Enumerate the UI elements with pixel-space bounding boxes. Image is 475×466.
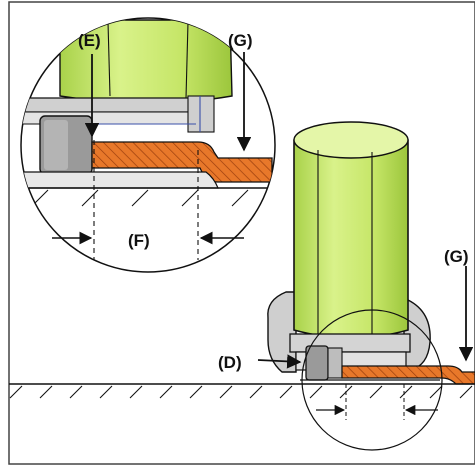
label-e: (E)	[78, 31, 101, 50]
work-surface	[9, 383, 475, 399]
detail-contents	[21, 19, 273, 260]
figure-frame	[8, 1, 475, 465]
router-motor	[293, 128, 409, 339]
label-g-right: (G)	[444, 247, 469, 266]
label-g-top: (G)	[228, 31, 253, 50]
detail-circle-small	[301, 309, 443, 451]
edge-guide-plate	[341, 365, 475, 385]
label-d: (D)	[218, 353, 242, 372]
d-arrow-icon	[257, 354, 302, 369]
label-f: (F)	[128, 231, 150, 250]
router-motor-top	[293, 121, 409, 159]
clamp-d	[305, 345, 329, 381]
router-assembly	[267, 121, 475, 385]
router-base-left	[267, 291, 297, 373]
